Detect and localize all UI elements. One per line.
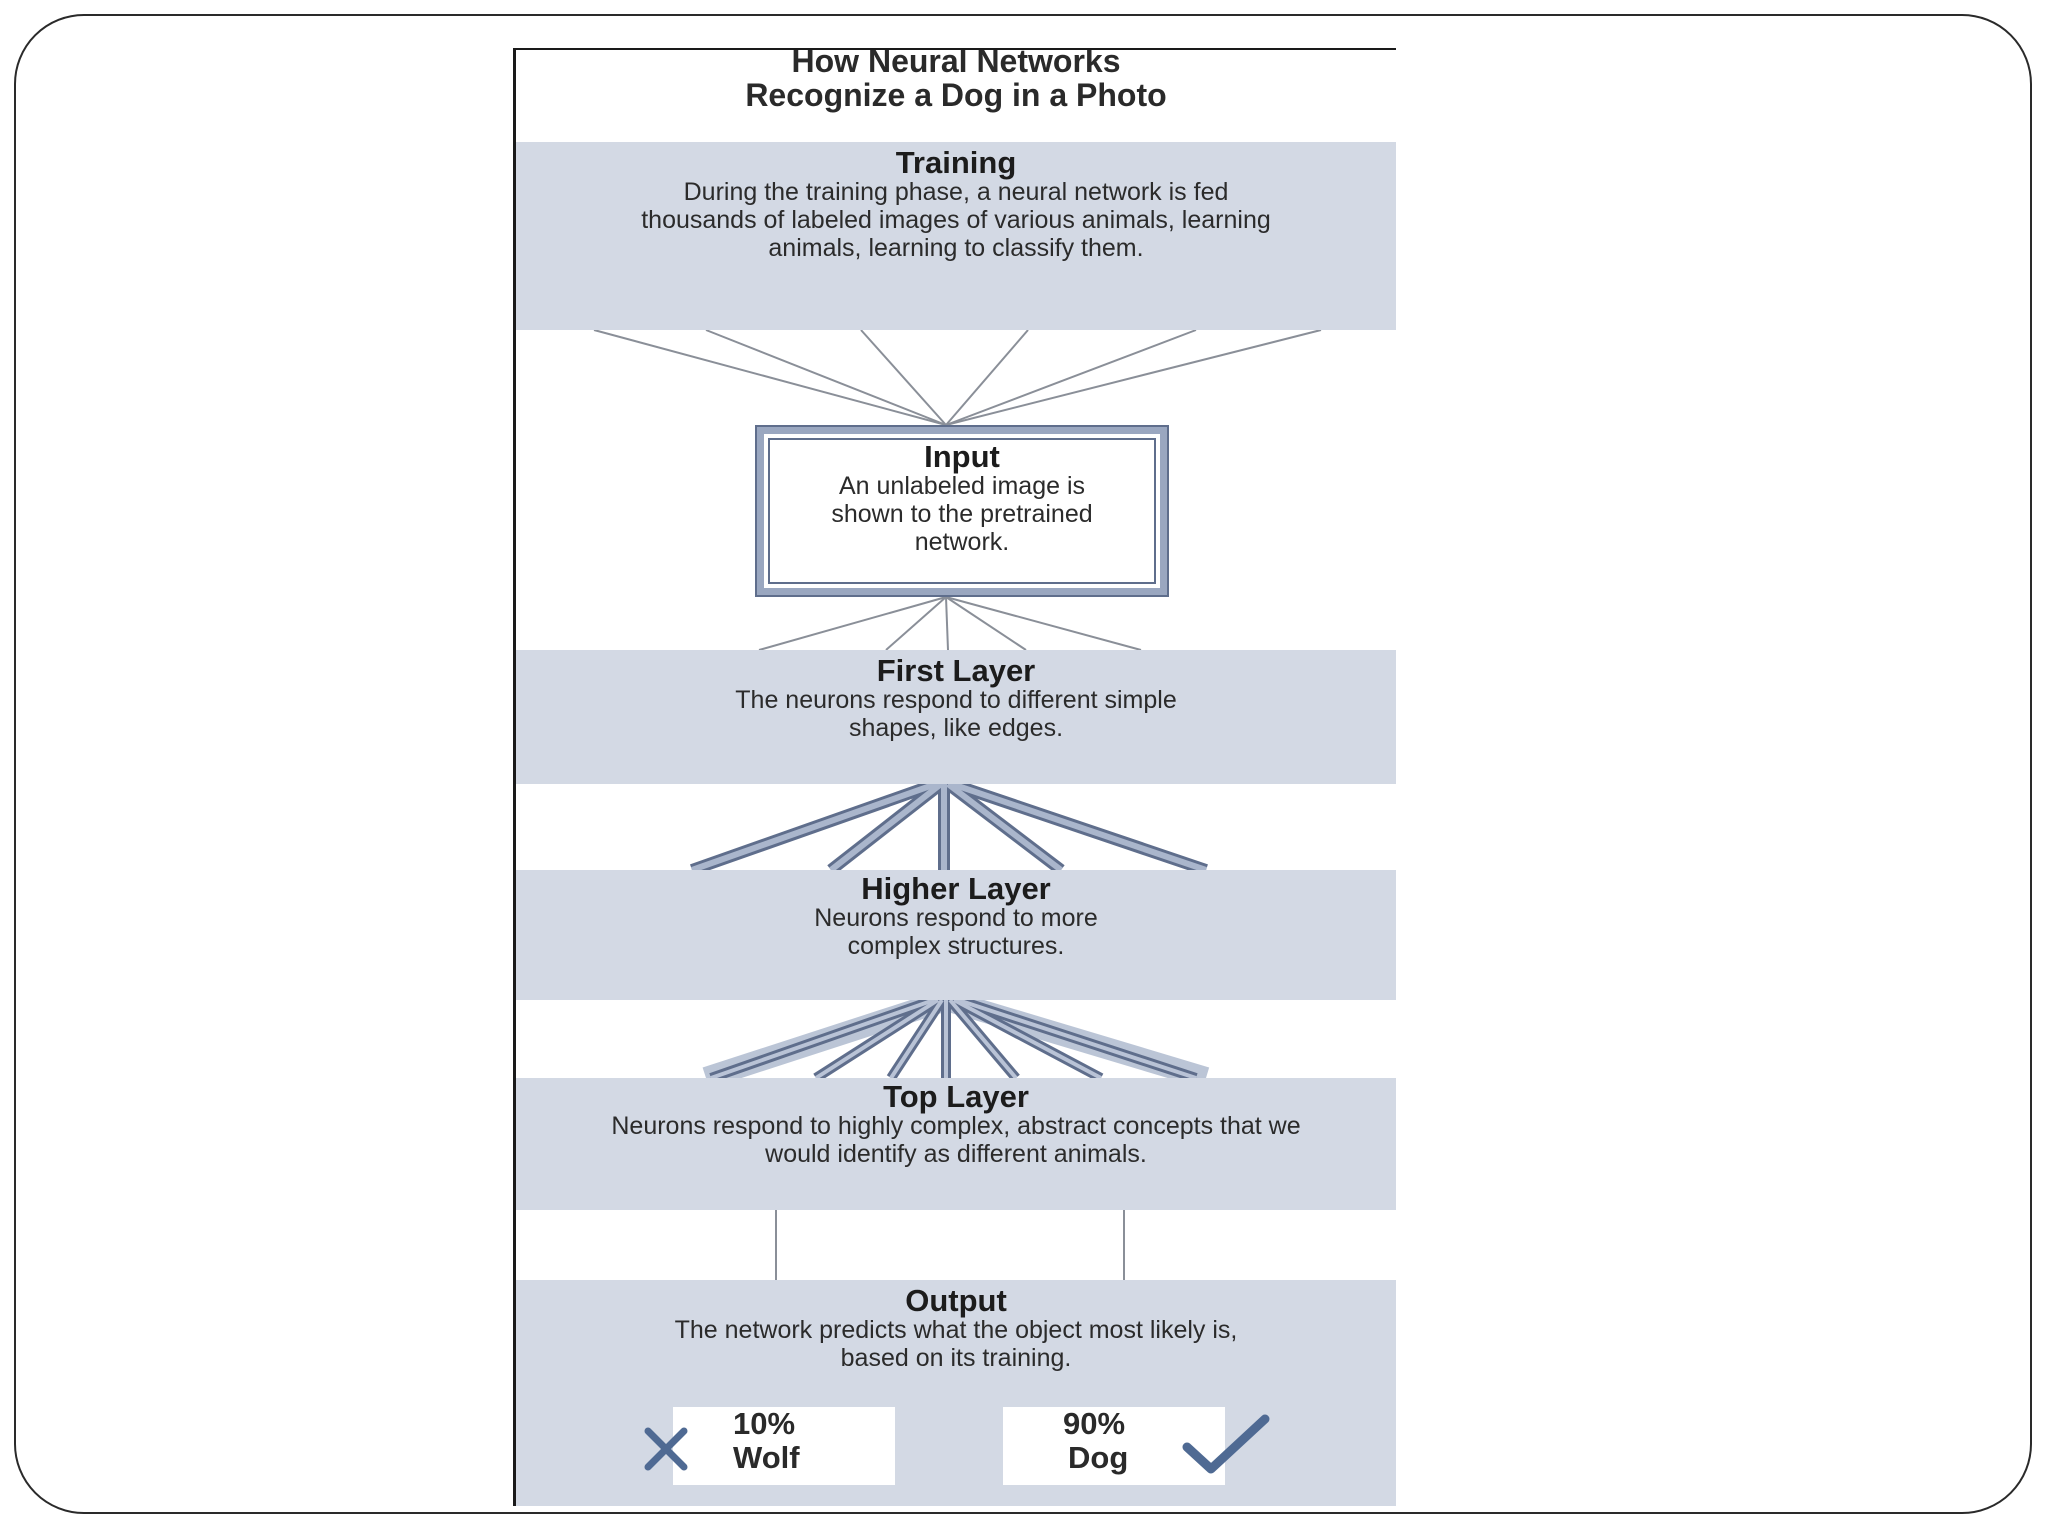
training-heading: Training bbox=[895, 145, 1017, 180]
connector-line bbox=[945, 596, 1027, 651]
connector-line bbox=[860, 329, 947, 426]
top-layer-heading: Top Layer bbox=[883, 1079, 1029, 1114]
wolf-label: Wolf bbox=[733, 1440, 800, 1475]
higher-layer-heading: Higher Layer bbox=[861, 871, 1051, 906]
first-layer-text: The neurons respond to different simple … bbox=[735, 686, 1177, 742]
diagram-title: How Neural Networks Recognize a Dog in a… bbox=[516, 48, 1396, 113]
wolf-percent: 10% bbox=[733, 1406, 796, 1441]
higher-layer-text: Neurons respond to more complex structur… bbox=[814, 904, 1098, 960]
cross-icon bbox=[644, 1427, 688, 1471]
title-line-1: How Neural Networks bbox=[791, 48, 1121, 79]
dog-label: Dog bbox=[1068, 1440, 1129, 1475]
wolf-result: 10% Wolf bbox=[673, 1407, 895, 1485]
connector-line bbox=[945, 329, 1322, 426]
connector-line bbox=[885, 596, 947, 651]
connector-line bbox=[945, 329, 1197, 426]
dog-percent: 90% bbox=[1063, 1406, 1126, 1441]
output-heading: Output bbox=[905, 1283, 1007, 1318]
top-layer-stage: Top Layer Neurons respond to highly comp… bbox=[516, 1078, 1396, 1210]
training-stage: Training During the training phase, a ne… bbox=[516, 142, 1396, 330]
first-layer-heading: First Layer bbox=[876, 653, 1036, 688]
connector-line bbox=[945, 596, 1142, 651]
neural-network-diagram: How Neural Networks Recognize a Dog in a… bbox=[513, 48, 1396, 1506]
title-line-2: Recognize a Dog in a Photo bbox=[745, 77, 1167, 113]
input-stage: Input An unlabeled image is shown to the… bbox=[755, 425, 1169, 597]
connector-line bbox=[593, 329, 947, 426]
connector-line bbox=[945, 596, 949, 651]
connector-line bbox=[945, 329, 1029, 426]
connector-line bbox=[705, 329, 947, 426]
slide-frame bbox=[14, 14, 2032, 1514]
checkmark-icon bbox=[1182, 1414, 1270, 1474]
first-layer-stage: First Layer The neurons respond to diffe… bbox=[516, 650, 1396, 784]
top-layer-text: Neurons respond to highly complex, abstr… bbox=[611, 1112, 1301, 1168]
higher-layer-stage: Higher Layer Neurons respond to more com… bbox=[516, 870, 1396, 1000]
connector-line bbox=[758, 596, 947, 651]
connector-lines bbox=[593, 329, 1322, 1280]
output-text: The network predicts what the object mos… bbox=[674, 1316, 1238, 1372]
training-text: During the training phase, a neural netw… bbox=[641, 178, 1271, 262]
input-inner-border bbox=[768, 438, 1156, 584]
output-stage: Output The network predicts what the obj… bbox=[516, 1280, 1396, 1506]
input-text: An unlabeled image is shown to the pretr… bbox=[831, 472, 1093, 556]
input-heading: Input bbox=[924, 439, 1000, 474]
